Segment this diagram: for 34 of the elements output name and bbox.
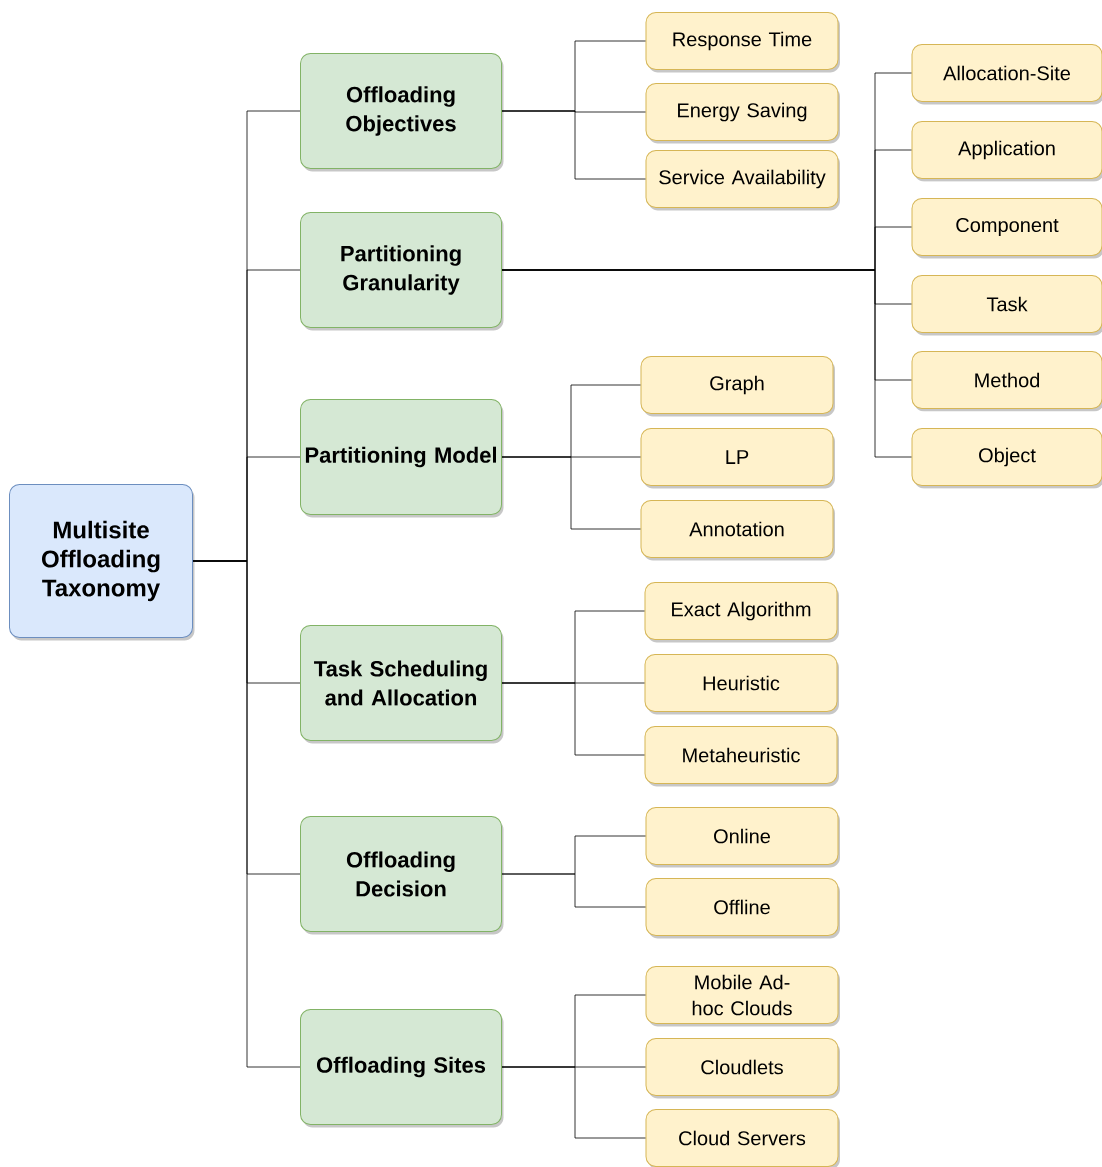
leaf-box: Exact Algorithm — [644, 582, 839, 643]
leaf-box: Heuristic — [644, 654, 839, 715]
connector — [192, 560, 301, 1068]
leaf-box: Offline — [645, 878, 840, 939]
category-box: Partitioning Granularity — [300, 212, 504, 331]
leaf-box: LP — [640, 428, 835, 489]
category-box: Partitioning Model — [300, 399, 504, 518]
leaf-box: Object — [911, 428, 1102, 489]
connector — [501, 873, 646, 908]
connector — [501, 110, 646, 180]
leaf-box: Application — [911, 121, 1102, 182]
connector — [501, 1066, 646, 1139]
connector — [501, 269, 912, 458]
leaf-box: Energy Saving — [645, 83, 840, 144]
category-box: Task Scheduling and Allocation — [300, 625, 504, 744]
leaf-box: Method — [911, 351, 1102, 412]
leaf-box: Online — [645, 807, 840, 868]
leaf-box: Metaheuristic — [644, 726, 839, 787]
leaf-box: Mobile Ad-hoc Clouds — [645, 966, 840, 1027]
leaf-box: Annotation — [640, 500, 835, 561]
leaf-box: Cloud Servers — [645, 1109, 840, 1167]
category-box: Offloading Sites — [300, 1009, 504, 1128]
leaf-box: Response Time — [645, 12, 840, 73]
leaf-box: Graph — [640, 356, 835, 417]
connector — [501, 682, 645, 756]
category-box: Offloading Decision — [300, 816, 504, 935]
leaf-box: Service Availability — [645, 150, 840, 211]
leaf-box: Task — [911, 275, 1102, 336]
leaf-box: Allocation-Site — [911, 44, 1102, 105]
connector — [501, 456, 641, 530]
root-box: Multisite Offloading Taxonomy — [9, 484, 195, 641]
leaf-box: Cloudlets — [645, 1038, 840, 1099]
leaf-box: Component — [911, 198, 1102, 259]
category-box: Offloading Objectives — [300, 53, 504, 172]
